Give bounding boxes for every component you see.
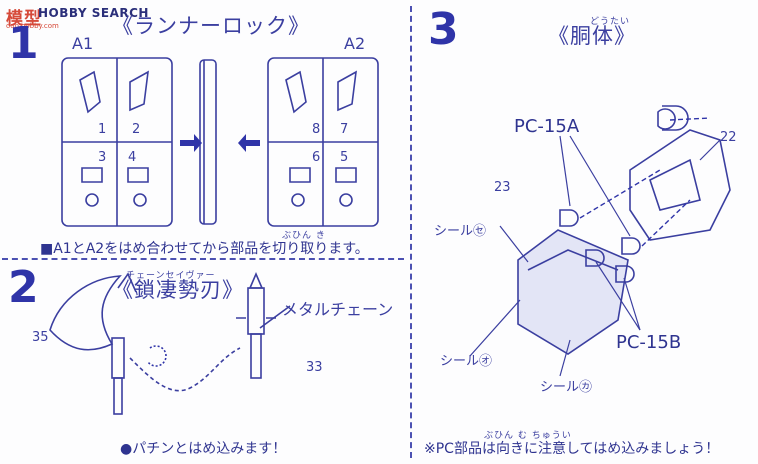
step1-title: 《ランナーロック》 xyxy=(112,14,310,38)
chain-saber-illustration xyxy=(49,271,291,415)
seal-ka-label: シール㋕ xyxy=(540,380,593,395)
step1-note-ruby: ぶひん き xyxy=(282,231,326,241)
step2-number: 2 xyxy=(8,262,39,313)
part-number: 6 xyxy=(312,150,321,165)
step3-number: 3 xyxy=(428,4,459,55)
runner-lock-illustration xyxy=(61,57,379,227)
part-number: 3 xyxy=(98,150,107,165)
part-number: 8 xyxy=(312,122,321,137)
torso-illustration xyxy=(469,105,731,377)
part-number: 2 xyxy=(132,122,141,137)
part-23-label: 23 xyxy=(494,180,511,195)
watermark-url: ooo.hobby.com xyxy=(6,22,59,30)
metal-chain-label: メタルチェーン xyxy=(282,300,394,319)
part-35-label: 35 xyxy=(32,330,49,345)
part-number: 7 xyxy=(340,122,349,137)
runner-a2-label: A2 xyxy=(344,34,366,53)
section-divider-vertical xyxy=(410,6,412,458)
step3-note: ※PC部品は向きに注意してはめ込みましょう！ xyxy=(424,441,720,457)
runner-a1-label: A1 xyxy=(72,34,94,53)
part-number: 4 xyxy=(128,150,137,165)
part-33-label: 33 xyxy=(306,360,323,375)
part-number: 1 xyxy=(98,122,107,137)
step1-note: ■A1とA2をはめ合わせてから部品を切り取ります。 xyxy=(40,241,369,257)
part-number: 5 xyxy=(340,150,349,165)
step1-number: 1 xyxy=(8,18,39,69)
part-22-label: 22 xyxy=(720,130,737,145)
watermark-text: HOBBY SEARCH xyxy=(38,6,149,20)
step3-title-ruby: どうたい xyxy=(590,17,631,27)
seal-se-label: シール㋝ xyxy=(434,224,487,239)
pc-15a-label: PC-15A xyxy=(514,116,580,137)
seal-o-label: シール㋔ xyxy=(440,354,493,369)
pc-15b-label: PC-15B xyxy=(616,332,682,353)
step3-title: 《胴体》 xyxy=(548,24,636,48)
watermark-logo: 模型 xyxy=(6,9,42,29)
step3-note-ruby: ぶひん む ちゅうい xyxy=(484,431,572,441)
step2-title: 《鎖凄勢刃》 xyxy=(112,278,244,302)
step2-note: ●パチンとはめ込みます！ xyxy=(120,441,287,457)
watermark: 模型 HOBBY SEARCH ooo.hobby.com xyxy=(0,0,160,34)
section-divider-horizontal xyxy=(2,258,404,260)
step2-title-ruby: チェーンセイヴァー xyxy=(126,271,216,281)
